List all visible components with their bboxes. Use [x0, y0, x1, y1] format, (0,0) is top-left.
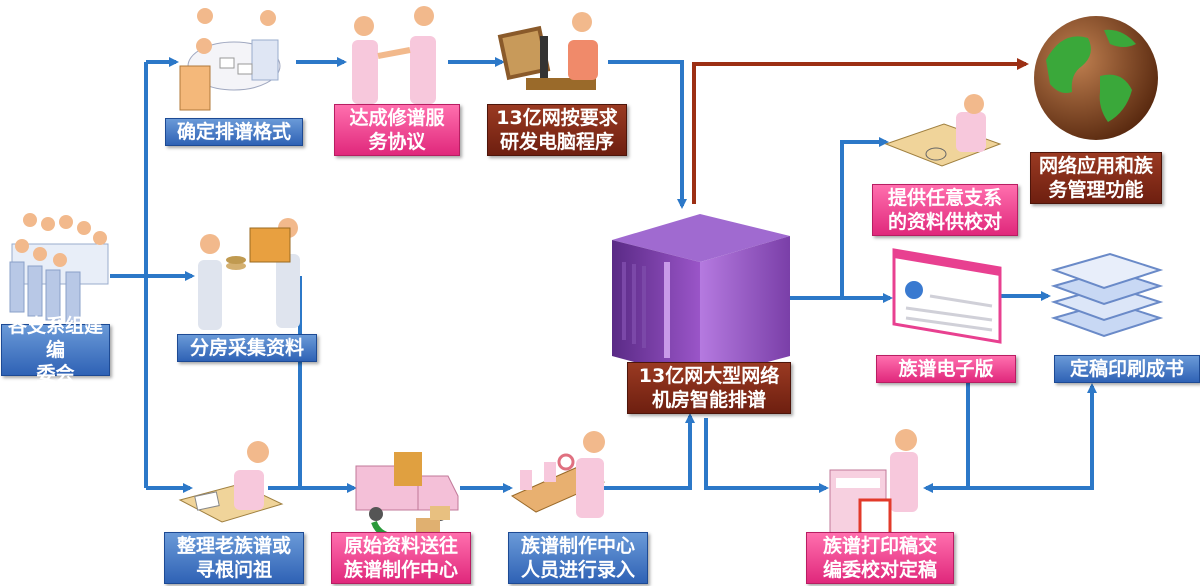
delivery-truck-icon [355, 452, 459, 540]
browser-window-icon [892, 248, 1002, 344]
meeting-table-icon [9, 213, 109, 323]
arrow-server-down [704, 418, 829, 493]
assembly-line-icon [510, 431, 606, 518]
label-proof-any: 提供任意支系 的资料供校对 [872, 184, 1018, 236]
server-tower-icon [612, 214, 790, 380]
label-server: 13亿网大型网络 机房智能排谱 [627, 362, 791, 414]
label-network: 网络应用和族 务管理功能 [1030, 152, 1162, 204]
flow-arrows [110, 57, 1097, 493]
arrow-server-network [692, 58, 1029, 204]
label-organize: 整理老族谱或 寻根问祖 [164, 532, 304, 584]
person-at-desk-icon [884, 94, 1002, 167]
paper-stack-icon [1050, 252, 1164, 338]
label-committee: 各支系组建编 委会 [1, 315, 110, 385]
label-collect: 分房采集资料 [177, 334, 317, 362]
label-agreement: 达成修谱服 务协议 [334, 104, 460, 156]
printer-worker-icon [829, 429, 918, 541]
label-print-final: 定稿印刷成书 [1054, 355, 1200, 383]
label-print-draft: 族谱打印稿交 编委校对定稿 [806, 532, 954, 584]
person-writing-icon [178, 441, 284, 523]
handing-box-icon [198, 218, 300, 330]
label-develop: 13亿网按要求 研发电脑程序 [487, 104, 627, 156]
arrow-to-proof [840, 137, 889, 298]
round-table-meeting-icon [179, 8, 281, 111]
label-ebook: 族谱电子版 [876, 355, 1016, 383]
arrow-to-final [966, 383, 1097, 490]
label-send: 原始资料送往 族谱制作中心 [331, 532, 471, 584]
globe-icon [1034, 16, 1158, 140]
researcher-microscope-icon [497, 12, 598, 90]
arrow-develop-server [608, 60, 687, 209]
arrow-entry-server [604, 413, 695, 490]
label-format: 确定排谱格式 [165, 118, 303, 146]
handshake-icon [352, 6, 436, 104]
arrow-ebook-down [923, 380, 970, 493]
label-entry: 族谱制作中心 人员进行录入 [508, 532, 648, 584]
